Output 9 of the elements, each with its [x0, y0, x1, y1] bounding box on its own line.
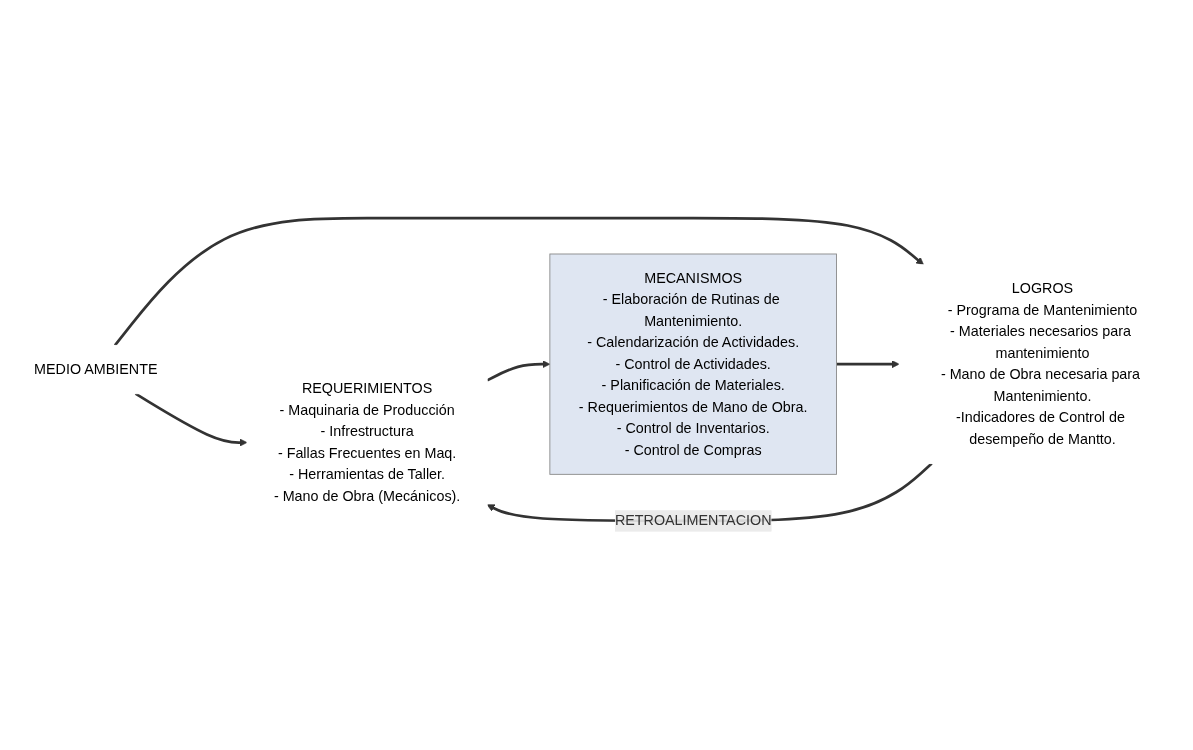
edge-label: RETROALIMENTACION — [614, 512, 772, 529]
node-box: MECANISMOS - Elaboración de Rutinas de Mantenimiento. - Calendarización de Actividades. - Control de Actividades. - Planificación de Materiales. - Requerimientos de Mano de Obra. - Control de Inventarios. - Control de Compras — [549, 253, 837, 475]
arrow — [486, 360, 551, 382]
node-text: MEDIO AMBIENTE — [34, 361, 158, 377]
node-text: LOGROS - Programa de Mantenimiento - Materiales necesarios para mantenimiento - Mano de Obra necesaria para Mantenimiento. -Indicadores de Control de desempeño de Mantto. — [940, 280, 1141, 447]
arrow — [134, 392, 248, 447]
arrow — [836, 360, 900, 369]
arrow — [113, 216, 924, 347]
node-text: REQUERIMIENTOS - Maquinaria de Producción - Infrestructura - Fallas Frecuentes en Maq. - Herramientas de Taller. - Mano de Obra (Mecánicos). — [273, 380, 461, 504]
